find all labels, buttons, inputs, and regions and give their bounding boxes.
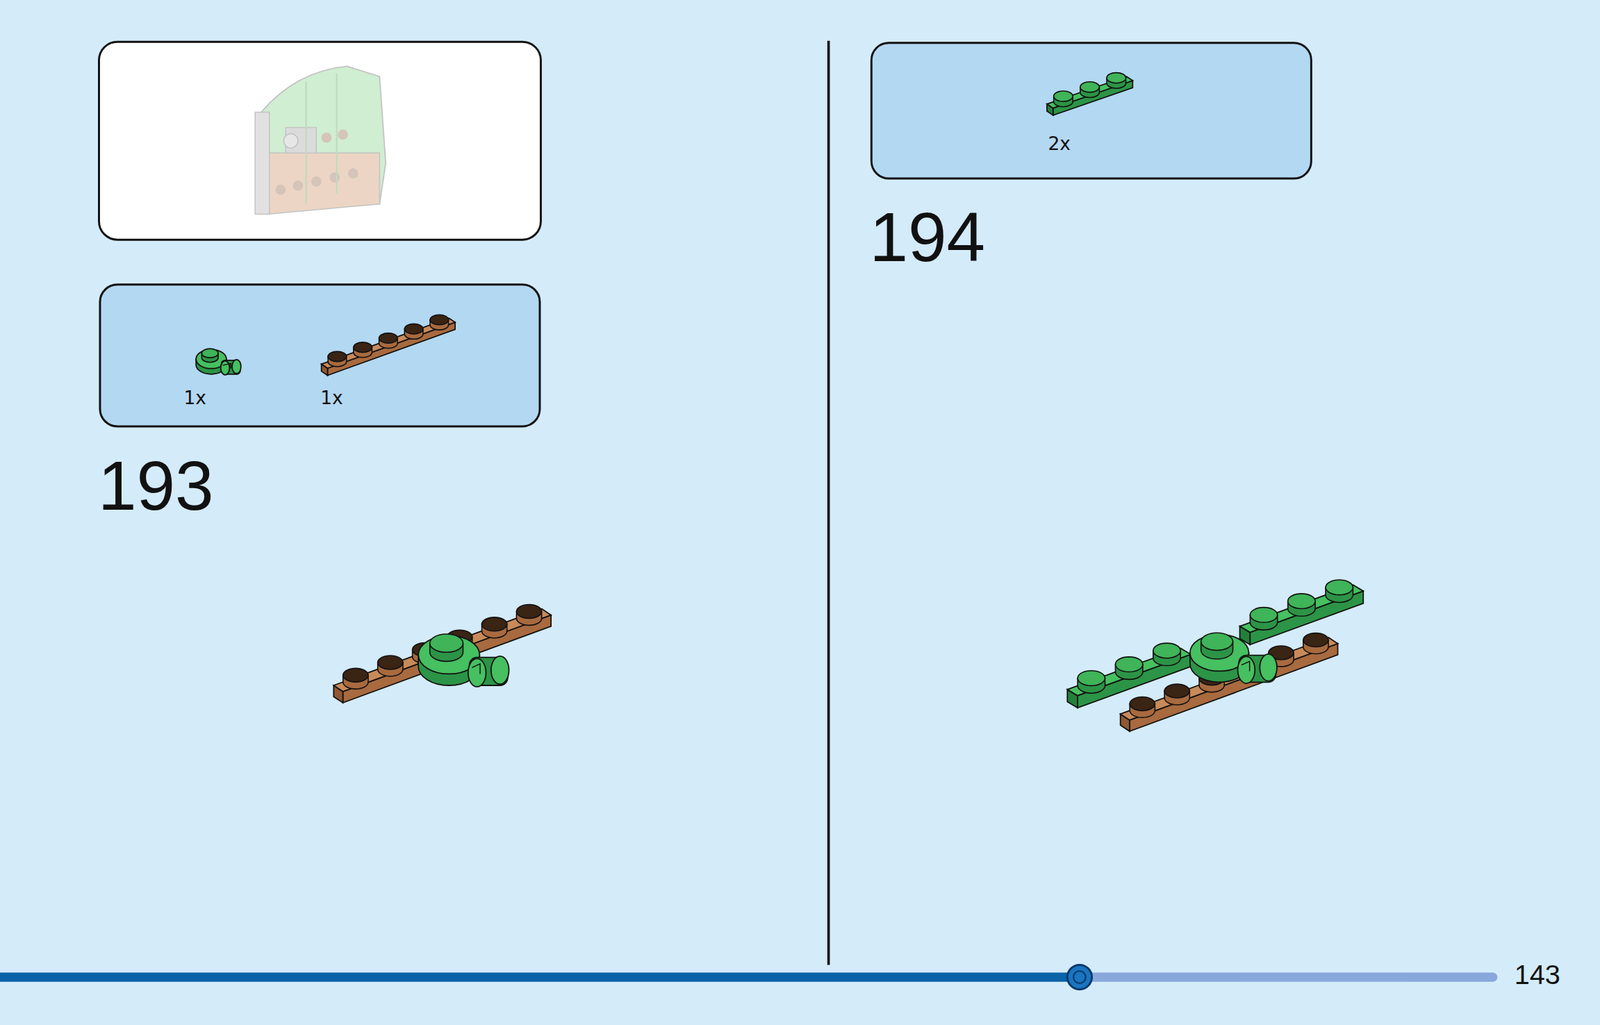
- part-quantity: 1x: [183, 389, 206, 408]
- step-194-assembly: [1067, 580, 1364, 732]
- plate: [1046, 72, 1133, 116]
- progress-bar-rest: [1079, 972, 1494, 982]
- page-divider: [827, 40, 831, 966]
- plate: [333, 605, 551, 704]
- part-quantity: 1x: [320, 389, 343, 408]
- plate: [1240, 580, 1364, 645]
- faded-model-overview: [254, 66, 386, 214]
- step-number: 194: [869, 202, 986, 272]
- progress-marker: [1067, 965, 1092, 990]
- clip-plate: [418, 634, 509, 688]
- page-number: 143: [1514, 962, 1561, 991]
- clip-plate: [195, 348, 242, 376]
- step-number: 193: [97, 450, 214, 521]
- plate: [321, 314, 456, 376]
- plate: [1120, 633, 1339, 732]
- progress-bar-done: [0, 972, 1080, 982]
- parts-list-panel: 1x 1x: [98, 283, 541, 428]
- clip-plate: [1190, 632, 1277, 684]
- part-pictures: [872, 43, 1315, 182]
- part-quantity: 2x: [1047, 134, 1070, 153]
- overview-panel: [98, 41, 541, 240]
- part-pictures: [100, 285, 543, 430]
- parts-list-panel: 2x: [870, 41, 1313, 180]
- progress-marker-ring: [1073, 971, 1086, 984]
- step-193-assembly: [333, 605, 551, 704]
- plate: [1067, 643, 1191, 708]
